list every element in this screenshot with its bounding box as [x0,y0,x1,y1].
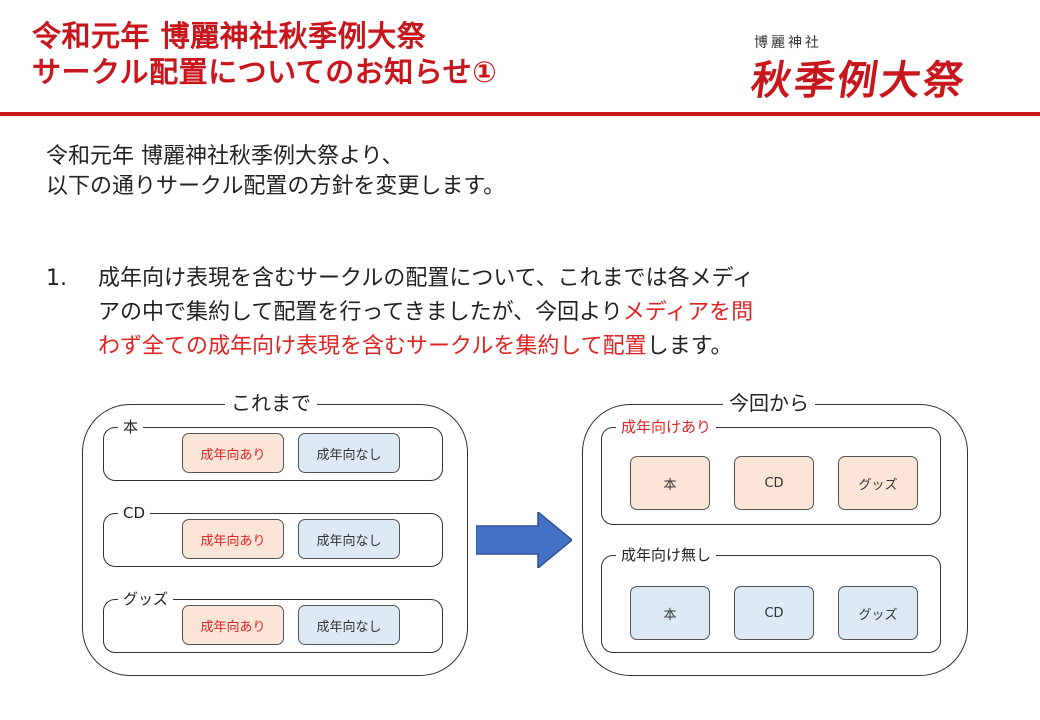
intro-text: 令和元年 博麗神社秋季例大祭より、 以下の通りサークル配置の方針を変更します。 [46,142,505,202]
after-group-title: 今回から [723,389,815,417]
item-line-3: わず全ての成年向け表現を含むサークルを集約して配置します。 [98,330,988,364]
title-line-2: サークル配置についてのお知らせ① [32,55,498,89]
before-group: これまで 本 成年向あり 成年向なし CD 成年向あり 成年向なし グッズ 成年… [82,389,468,676]
item-line-2-highlight: メディアを問 [622,300,754,325]
general-chip-book: 本 [630,586,710,640]
before-group-title: これまで [225,389,317,417]
header-divider [0,112,1040,116]
row-label: グッズ [118,589,174,609]
item-line-2: アの中で集約して配置を行ってきましたが、今回よりメディアを問 [98,296,988,330]
general-chip: 成年向なし [298,433,400,473]
item-line-3-highlight: わず全ての成年向け表現を含むサークルを集約して配置 [98,334,647,359]
arrow-right-icon [476,512,572,568]
item-line-2-normal: アの中で集約して配置を行ってきましたが、今回より [98,300,623,325]
adult-chip: 成年向あり [182,433,284,473]
general-chip-goods: グッズ [838,586,918,640]
after-row-general: 成年向け無し 本 CD グッズ [601,545,941,653]
row-label: CD [118,503,151,523]
row-label: 成年向けあり [616,417,717,437]
before-row-goods: グッズ 成年向あり 成年向なし [103,589,443,653]
row-label: 成年向け無し [616,545,717,565]
logo-shrine-name: 博麗神社 [754,35,822,51]
intro-line-2: 以下の通りサークル配置の方針を変更します。 [46,174,506,199]
before-row-cd: CD 成年向あり 成年向なし [103,503,443,567]
adult-chip: 成年向あり [182,519,284,559]
after-group: 今回から 成年向けあり 本 CD グッズ 成年向け無し 本 CD グッズ [582,389,968,676]
item-line-1: 成年向け表現を含むサークルの配置について、これまでは各メディ [98,266,755,291]
festival-logo: 博麗神社 秋季例大祭 [748,32,998,104]
logo-festival-name: 秋季例大祭 [748,57,970,104]
general-chip: 成年向なし [298,519,400,559]
adult-chip-goods: グッズ [838,456,918,510]
adult-chip-cd: CD [734,456,814,510]
general-chip: 成年向なし [298,605,400,645]
after-row-adult: 成年向けあり 本 CD グッズ [601,417,941,525]
row-label: 本 [118,417,144,437]
before-row-book: 本 成年向あり 成年向なし [103,417,443,481]
adult-chip-book: 本 [630,456,710,510]
intro-line-1: 令和元年 博麗神社秋季例大祭より、 [46,144,404,169]
general-chip-cd: CD [734,586,814,640]
list-item-text: 成年向け表現を含むサークルの配置について、これまでは各メディ アの中で集約して配… [98,262,988,364]
page-title: 令和元年 博麗神社秋季例大祭 サークル配置についてのお知らせ① [32,18,497,90]
title-line-1: 令和元年 博麗神社秋季例大祭 [32,19,427,53]
adult-chip: 成年向あり [182,605,284,645]
item-line-3-normal: します。 [646,334,733,359]
list-number: 1. [46,266,67,291]
